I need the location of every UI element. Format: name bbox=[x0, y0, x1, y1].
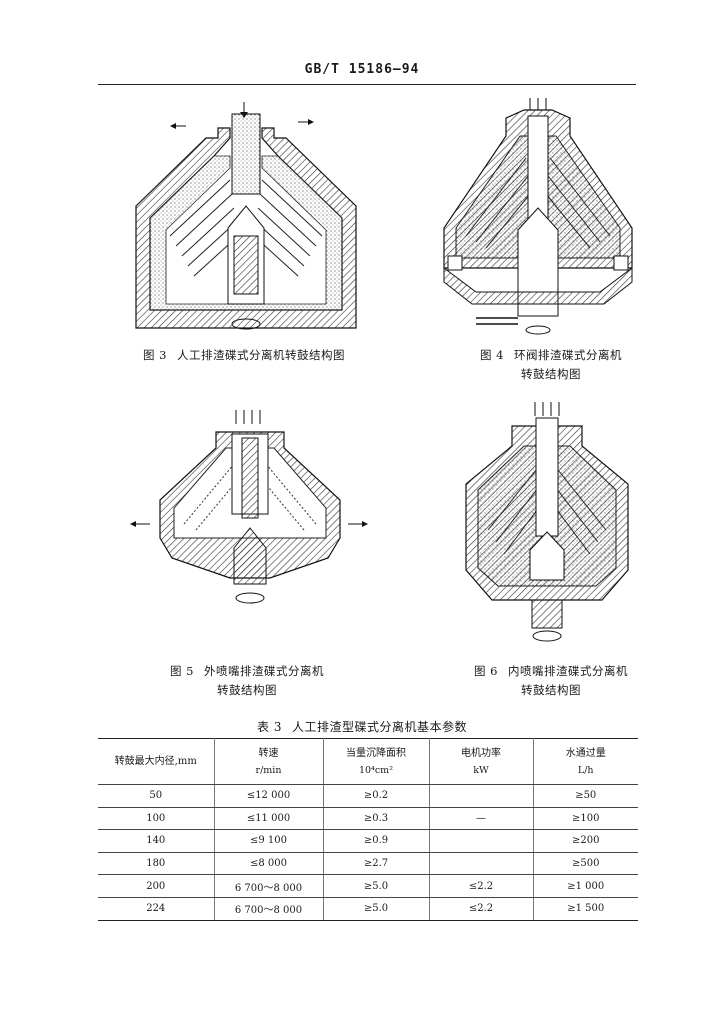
figure-4-drawing bbox=[436, 96, 640, 342]
table-row: 224 6 700～8 000 ≥5.0 ≤2.2 ≥1 500 bbox=[98, 896, 638, 921]
table-cell: ≥100 bbox=[532, 806, 638, 831]
table-cell bbox=[428, 829, 534, 853]
table-cell: 6 700～8 000 bbox=[213, 896, 324, 921]
table-cell: 200 bbox=[98, 874, 215, 898]
table-cell: ≥5.0 bbox=[322, 896, 430, 921]
table-cell: ≥200 bbox=[532, 829, 638, 853]
table-cell: ≤9 100 bbox=[213, 829, 324, 853]
column-header-water-throughput: 水通过量 L/h bbox=[532, 738, 638, 785]
table-3-number: 表 3 bbox=[257, 720, 282, 734]
table-cell: ≥5.0 bbox=[322, 874, 430, 898]
parameters-table: 转鼓最大内径,mm 转速 r/min 当量沉降面积 10⁴cm² 电机功率 kW 水通… bbox=[98, 738, 638, 921]
table-cell: ≥0.2 bbox=[322, 784, 430, 808]
column-unit: L/h bbox=[577, 764, 594, 776]
table-cell: ≥0.9 bbox=[322, 829, 430, 853]
column-label: 电机功率 bbox=[461, 747, 501, 759]
table-cell: 50 bbox=[98, 784, 215, 808]
figure-6-title: 内喷嘴排渣碟式分离机 bbox=[507, 664, 628, 678]
table-cell: — bbox=[428, 806, 534, 831]
table-cell: ≤2.2 bbox=[428, 896, 534, 921]
table-row: 140 ≤9 100 ≥0.9 ≥200 bbox=[98, 829, 638, 853]
column-label: 转速 bbox=[258, 747, 279, 759]
table-cell: ≤11 000 bbox=[213, 806, 324, 831]
table-cell: ≥500 bbox=[532, 851, 638, 876]
table-header-row: 转鼓最大内径,mm 转速 r/min 当量沉降面积 10⁴cm² 电机功率 kW 水通… bbox=[98, 738, 638, 785]
column-label: 水通过量 bbox=[565, 747, 606, 759]
figure-3-number: 图 3 bbox=[143, 348, 167, 362]
figure-5-drawing bbox=[130, 408, 370, 608]
table-cell: ≤12 000 bbox=[213, 784, 324, 808]
column-header-motor-power: 电机功率 kW bbox=[428, 738, 534, 785]
table-3-caption: 人工排渣型碟式分离机基本参数 bbox=[291, 720, 467, 734]
standard-code-header: GB/T 15186—94 bbox=[304, 62, 420, 77]
column-label: 转鼓最大内径,mm bbox=[114, 756, 197, 767]
table-cell: ≥50 bbox=[532, 784, 638, 808]
figure-4-caption: 图 4 环阀排渣碟式分离机 转鼓结构图 bbox=[480, 346, 622, 384]
table-cell: ≤2.2 bbox=[428, 874, 534, 898]
figure-4-title-line2: 转鼓结构图 bbox=[520, 367, 581, 381]
column-header-bowl-diameter: 转鼓最大内径,mm bbox=[98, 738, 215, 785]
figure-5-title-line2: 转鼓结构图 bbox=[216, 683, 277, 697]
table-cell: ≥2.7 bbox=[322, 851, 430, 876]
column-label: 当量沉降面积 bbox=[346, 747, 406, 759]
column-header-settling-area: 当量沉降面积 10⁴cm² bbox=[322, 738, 430, 785]
figure-3-caption: 图 3 人工排渣碟式分离机转鼓结构图 bbox=[143, 346, 345, 365]
table-3-title: 表 3 人工排渣型碟式分离机基本参数 bbox=[0, 718, 724, 735]
table-cell bbox=[428, 851, 534, 876]
table-row: 180 ≤8 000 ≥2.7 ≥500 bbox=[98, 851, 638, 876]
table-cell: 140 bbox=[98, 829, 215, 853]
table-cell: ≥1 000 bbox=[532, 874, 638, 898]
table-cell bbox=[428, 784, 534, 808]
table-cell: 180 bbox=[98, 851, 215, 876]
table-cell: 100 bbox=[98, 806, 215, 831]
column-unit: kW bbox=[473, 764, 489, 776]
table-row: 50 ≤12 000 ≥0.2 ≥50 bbox=[98, 784, 638, 808]
figure-3-drawing bbox=[126, 98, 366, 346]
table-row: 100 ≤11 000 ≥0.3 — ≥100 bbox=[98, 806, 638, 831]
table-cell: ≥1 500 bbox=[532, 896, 638, 921]
table-row: 200 6 700～8 000 ≥5.0 ≤2.2 ≥1 000 bbox=[98, 874, 638, 898]
table-cell: ≤8 000 bbox=[213, 851, 324, 876]
column-unit: 10⁴cm² bbox=[358, 764, 394, 776]
header-rule bbox=[98, 84, 636, 85]
figure-4-number: 图 4 bbox=[480, 348, 504, 362]
table-cell: 224 bbox=[98, 896, 215, 921]
column-header-speed: 转速 r/min bbox=[213, 738, 324, 785]
figure-6-title-line2: 转鼓结构图 bbox=[520, 683, 581, 697]
figure-6-drawing bbox=[452, 400, 642, 650]
figure-5-caption: 图 5 外喷嘴排渣碟式分离机 转鼓结构图 bbox=[170, 662, 324, 700]
figure-5-title: 外喷嘴排渣碟式分离机 bbox=[203, 664, 324, 678]
table-cell: 6 700～8 000 bbox=[213, 874, 324, 898]
figure-4-title: 环阀排渣碟式分离机 bbox=[513, 348, 622, 362]
table-cell: ≥0.3 bbox=[322, 806, 430, 831]
column-unit: r/min bbox=[255, 764, 282, 776]
figure-5-number: 图 5 bbox=[170, 664, 194, 678]
figure-6-caption: 图 6 内喷嘴排渣碟式分离机 转鼓结构图 bbox=[474, 662, 628, 700]
figure-3-title: 人工排渣碟式分离机转鼓结构图 bbox=[176, 348, 345, 362]
figure-6-number: 图 6 bbox=[474, 664, 498, 678]
